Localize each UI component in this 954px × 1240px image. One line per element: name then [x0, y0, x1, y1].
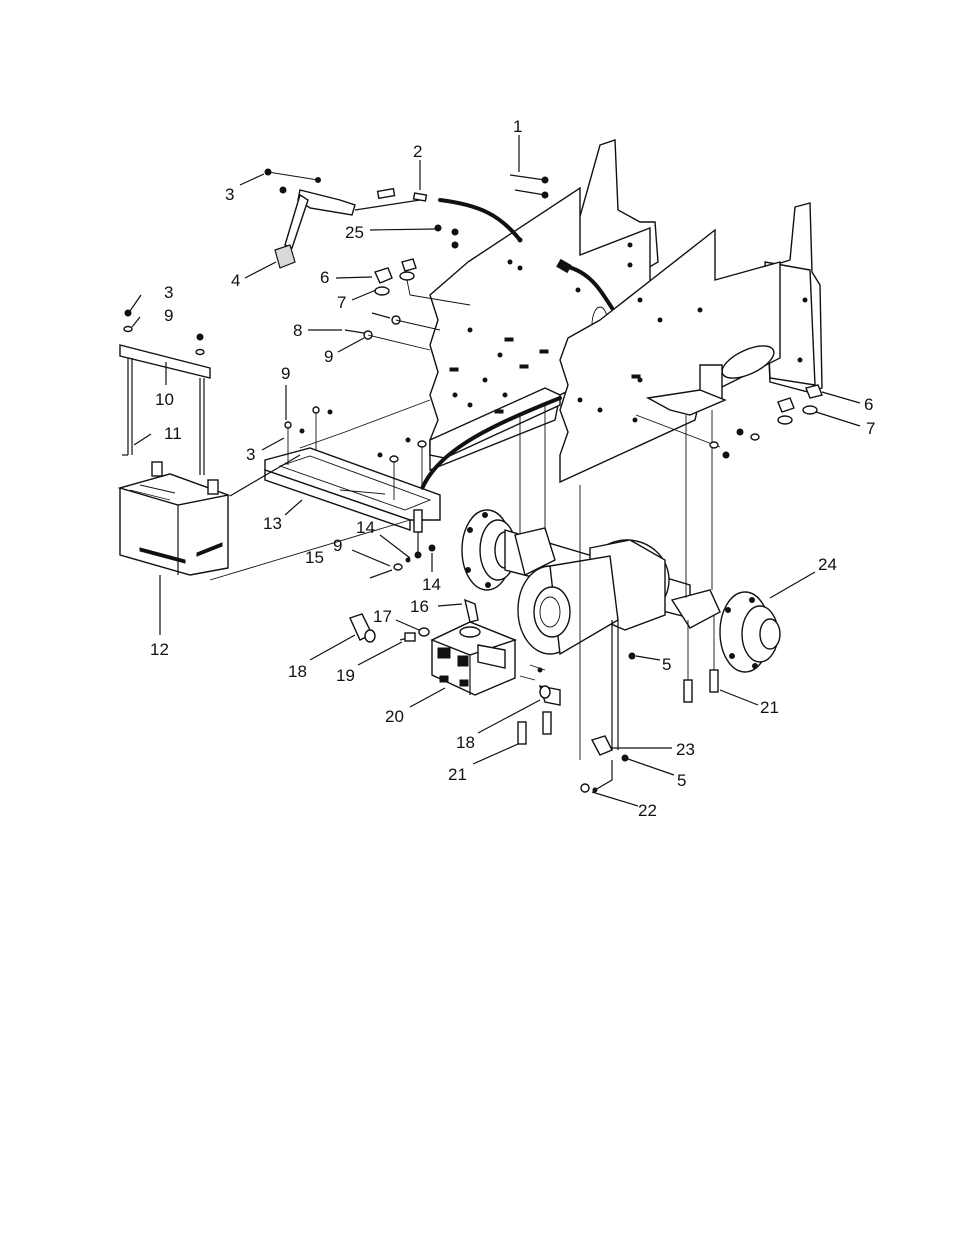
- callout-9: 9: [164, 306, 173, 325]
- callout-10: 10: [155, 390, 174, 409]
- axle-mount-bracket: [635, 389, 760, 459]
- callout-2: 2: [413, 142, 422, 161]
- callout-6: 6: [320, 268, 329, 287]
- axle-bolts-21: [517, 615, 719, 745]
- throttle-cable-run: [438, 198, 522, 242]
- nut-washer-right: [777, 384, 823, 425]
- hydraulic-pump: [430, 621, 518, 696]
- callout-9: 9: [281, 364, 290, 383]
- callout-7: 7: [337, 293, 346, 312]
- brake-link: [579, 485, 619, 793]
- callout-5: 5: [677, 771, 686, 790]
- nut-washer-left: [374, 258, 471, 306]
- callout-3: 3: [246, 445, 255, 464]
- callout-25: 25: [345, 223, 364, 242]
- callout-21: 21: [448, 765, 467, 784]
- right-side-plate: [559, 228, 781, 484]
- callout-19: 19: [336, 666, 355, 685]
- battery: [117, 461, 231, 576]
- callout-7: 7: [866, 419, 875, 438]
- callout-14: 14: [422, 575, 441, 594]
- callout-6: 6: [864, 395, 873, 414]
- harness-cable: [416, 396, 562, 502]
- callout-3: 3: [164, 283, 173, 302]
- battery-tray: [209, 406, 441, 581]
- callout-12: 12: [150, 640, 169, 659]
- callout-15: 15: [305, 548, 324, 567]
- callout-5: 5: [662, 655, 671, 674]
- battery-hold-down: [119, 309, 211, 475]
- pump-fittings: [349, 598, 636, 762]
- frame-holes: [449, 237, 808, 423]
- callout-18: 18: [456, 733, 475, 752]
- callout-11: 11: [164, 424, 182, 443]
- callout-8: 8: [293, 321, 302, 340]
- callout-14: 14: [356, 518, 375, 537]
- callout-21: 21: [760, 698, 779, 717]
- callout-9: 9: [333, 536, 342, 555]
- callout-18: 18: [288, 662, 307, 681]
- rear-axle-assembly: [461, 405, 781, 673]
- callout-23: 23: [676, 740, 695, 759]
- callout-22: 22: [638, 801, 657, 820]
- frame-bolts-top: [509, 174, 549, 199]
- mount-bolts-8: [344, 312, 441, 351]
- callout-13: 13: [263, 514, 282, 533]
- callout-17: 17: [373, 607, 392, 626]
- callout-labels: 1 2 3 4 25 6 7 3 9 8 9 10 11 9 3 13 12 1…: [150, 117, 875, 820]
- leader-lines: [129, 135, 861, 807]
- callout-16: 16: [410, 597, 429, 616]
- callout-9: 9: [324, 347, 333, 366]
- callout-4: 4: [231, 271, 240, 290]
- callout-24: 24: [818, 555, 837, 574]
- battery-cable-terminal: [369, 509, 436, 579]
- throttle-control-assembly: [264, 168, 459, 269]
- callout-3: 3: [225, 185, 234, 204]
- callout-1: 1: [513, 117, 522, 136]
- callout-20: 20: [385, 707, 404, 726]
- frame-floor: [299, 387, 561, 459]
